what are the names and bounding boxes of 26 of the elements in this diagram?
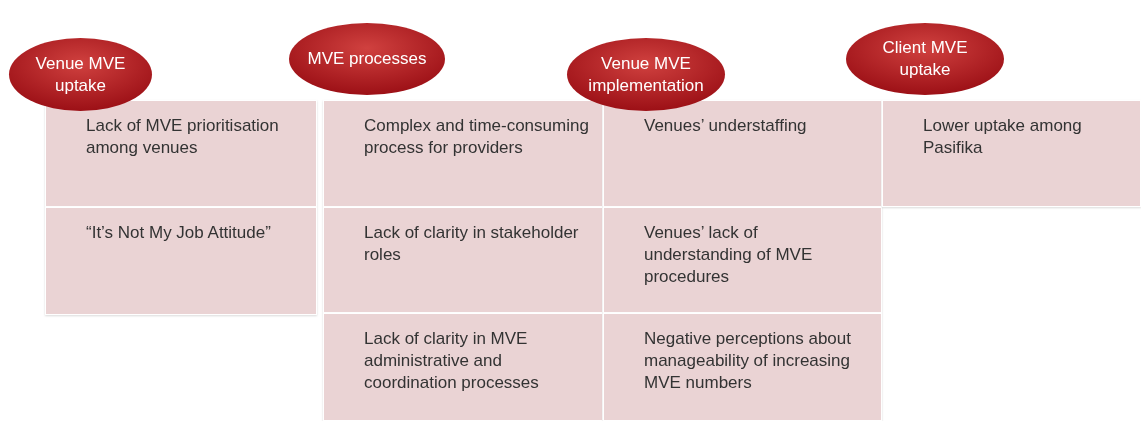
header-ellipse [845,22,1005,96]
table-cell [323,313,603,421]
header-text: Client MVE uptake [881,37,969,81]
table-cell [603,100,882,207]
cell-text: Lower uptake among Pasifika [923,115,1083,159]
cell-text: Lack of clarity in stakeholder roles [364,222,580,266]
cell-text: “It’s Not My Job Attitude” [86,222,272,244]
cell-text: Complex and time-consuming process for providers [364,115,590,159]
table-cell [603,207,882,313]
header-ellipse [288,22,446,96]
cell-text: Venues’ lack of understanding of MVE procedures [644,222,814,288]
table-cell [45,207,317,315]
table-cell [882,100,1141,207]
cell-text: Lack of clarity in MVE administrative and coordination processes [364,328,540,394]
table-cell [45,100,317,207]
header-text: Venue MVE uptake [34,52,127,97]
table-cell [323,207,603,313]
header-text: Venue MVE implementation [587,52,705,97]
cell-text: Lack of MVE prioritisation among venues [86,115,280,159]
table-cell [603,313,882,421]
header-text: MVE processes [306,48,428,70]
cell-text: Negative perceptions about manageability of increasing MVE numbers [644,328,852,394]
header-ellipse [8,37,153,112]
table-cell [323,100,603,207]
header-ellipse [566,37,726,112]
cell-text: Venues’ understaffing [644,115,808,137]
